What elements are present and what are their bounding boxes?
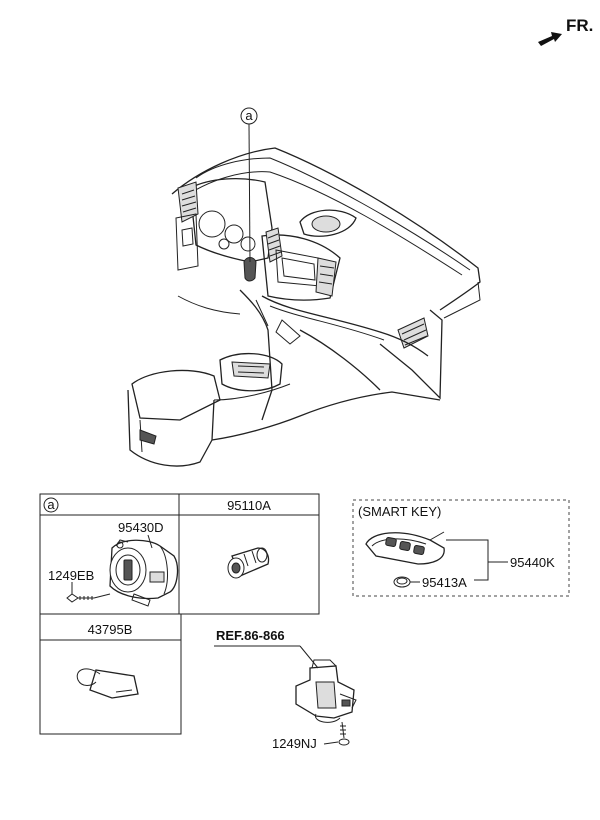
front-direction-indicator: FR. [538,16,593,46]
smart-key-fob-drawing [365,531,445,565]
module-group: REF.86-866 1249NJ [214,628,357,751]
front-arrow-icon [538,32,562,46]
parts-table: a 95110A 95430D 1249EB [39,493,320,735]
dashboard-illustration: a [127,107,481,467]
part-95440k-label: 95440K [510,555,555,570]
screw-1249nj-drawing [338,721,350,746]
box-callout-a-marker [43,497,59,513]
part-1249eb-label: 1249EB [48,568,94,583]
lock-cylinder-drawing [109,539,179,607]
tag-43795b-drawing [76,668,139,699]
smart-key-group: (SMART KEY) 95440K 95413A [352,499,570,597]
front-direction-label: FR. [566,16,593,35]
box-callout-a-letter: a [47,497,55,512]
battery-drawing [393,576,411,588]
smart-key-title: (SMART KEY) [358,504,441,519]
part-95413a-label: 95413A [422,575,467,590]
part-95430d-label: 95430D [118,520,164,535]
callout-a-marker [240,107,258,125]
part-43795b-label: 43795B [88,622,133,637]
ref-86-866-label: REF.86-866 [216,628,285,643]
part-1249nj-label: 1249NJ [272,736,317,751]
part-95110a-label: 95110A [227,498,271,513]
screw-1249eb-drawing [66,593,111,603]
cylinder-95110a-drawing [227,547,270,579]
callout-a-letter: a [245,108,253,123]
module-drawing [295,659,357,723]
